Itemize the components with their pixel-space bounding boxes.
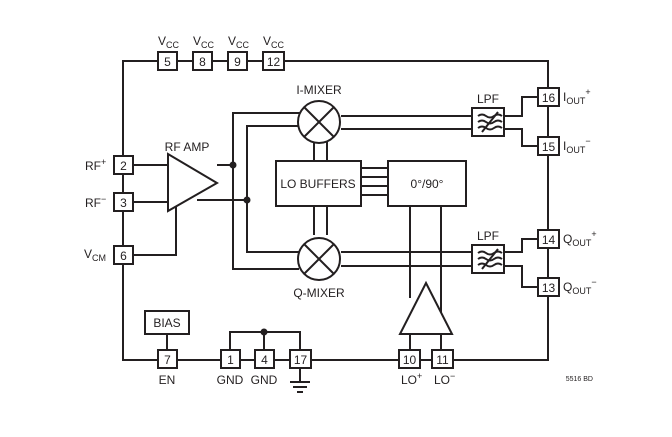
svg-text:16: 16 [542,91,556,105]
svg-text:9: 9 [234,55,241,69]
pin-14: 14 [537,229,560,249]
svg-text:11: 11 [436,353,449,367]
qout-minus-label: QOUT− [563,277,597,296]
lo-amp-triangle [398,280,454,335]
rf-amp-label: RF AMP [165,140,210,154]
svg-text:7: 7 [164,353,171,367]
pin-11: 11 [431,349,454,369]
svg-text:17: 17 [294,353,308,367]
svg-text:6: 6 [120,249,127,263]
pin-2: 2 [113,155,134,175]
pin-9: 9 [227,51,248,71]
pin-7: 7 [157,349,178,369]
rf-minus-label: RF− [85,194,106,210]
q-mixer-label: Q-MIXER [293,286,345,300]
iout-minus-label: IOUT− [563,136,591,155]
pin-13: 13 [537,277,560,297]
rf-amp-triangle [167,152,219,213]
svg-text:14: 14 [542,233,556,247]
lo-buffers-label: LO BUFFERS [280,177,355,191]
pin-15: 15 [537,136,560,156]
lpf-top-wave-icon [477,111,503,133]
junction-dot [229,161,237,169]
pin-3: 3 [113,192,134,212]
figure-id: 5516 BD [566,376,593,383]
svg-text:4: 4 [261,353,268,367]
rf-plus-label: RF+ [85,157,106,173]
pin-6: 6 [113,245,134,265]
svg-text:10: 10 [403,353,417,367]
vcc-label-pin12: VCC [263,34,285,50]
lpf-bottom-block [471,244,505,274]
qout-plus-label: QOUT+ [563,229,597,248]
pin-5: 5 [157,51,178,71]
pin-1: 1 [220,349,241,369]
ground-symbol [290,381,310,393]
lpf-bottom-wave-icon [477,248,503,270]
gnd-label-pin1: GND [217,373,244,387]
lpf-bottom-label: LPF [477,229,499,243]
bias-label: BIAS [153,316,180,330]
vcc-label-pin8: VCC [193,34,215,50]
lo-buffers-block [275,160,362,207]
pin-12: 12 [262,51,285,71]
junction-dot [260,328,268,336]
vcc-label-pin9: VCC [228,34,250,50]
i-mixer-label: I-MIXER [296,83,342,97]
phase-splitter-block [387,160,467,207]
svg-text:2: 2 [120,159,127,173]
lo-plus-label: LO+ [401,371,422,387]
svg-text:3: 3 [120,196,127,210]
junction-dot [243,196,251,204]
lo-minus-label: LO− [434,371,455,387]
pin-4: 4 [254,349,275,369]
i-mixer-symbol [297,100,341,144]
svg-text:12: 12 [267,55,281,69]
pin-10: 10 [398,349,421,369]
phase-splitter-label: 0°/90° [411,177,444,191]
bias-block [144,310,190,335]
svg-text:1: 1 [227,353,234,367]
svg-text:13: 13 [542,281,556,295]
vcm-label: VCM [84,247,106,263]
pin-16: 16 [537,87,560,107]
svg-text:5: 5 [164,55,171,69]
gnd-label-pin4: GND [251,373,278,387]
svg-text:8: 8 [199,55,206,69]
pin-17: 17 [289,349,312,369]
iout-plus-label: IOUT+ [563,87,591,106]
q-mixer-symbol [297,237,341,281]
lpf-top-label: LPF [477,92,499,106]
lpf-top-block [471,107,505,137]
en-label: EN [159,373,176,387]
pin-8: 8 [192,51,213,71]
svg-text:15: 15 [542,140,556,154]
vcc-label-pin5: VCC [158,34,180,50]
